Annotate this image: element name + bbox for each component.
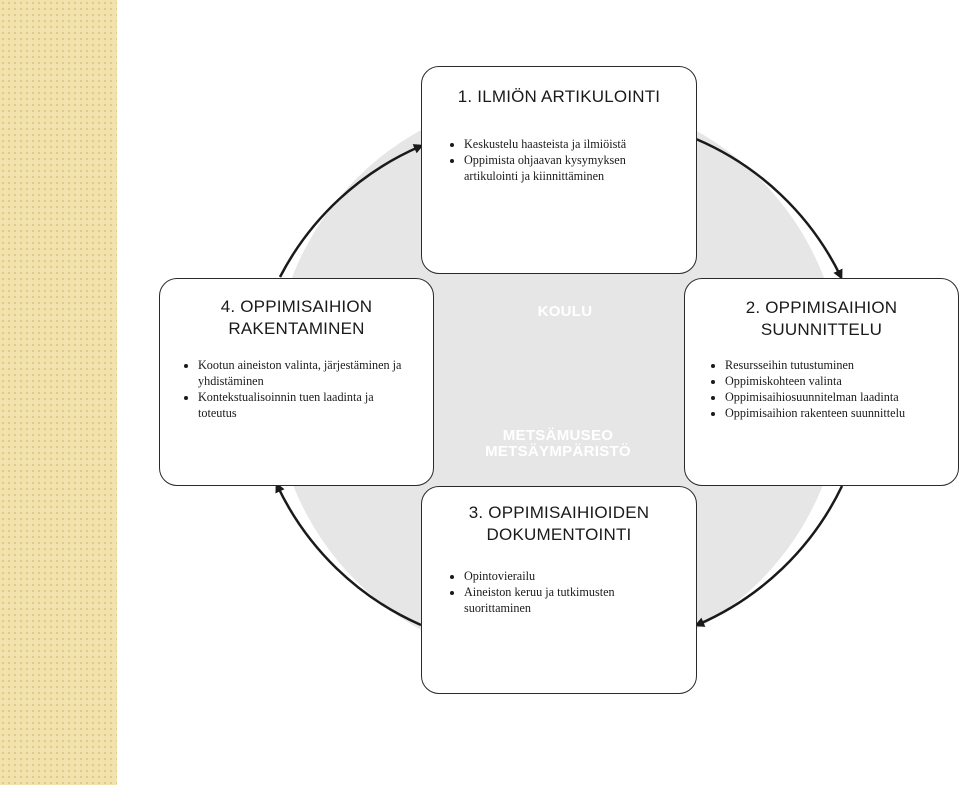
bullet-item: Aineiston keruu ja tutkimusten suorittam… (464, 584, 678, 616)
bullet-item: Oppimisaihiosuunnitelman laadinta (725, 389, 942, 405)
bullet-item: Kootun aineiston valinta, järjestäminen … (198, 357, 415, 389)
step-bullets-3: Opintovierailu Aineiston keruu ja tutkim… (448, 568, 678, 616)
center-circle (273, 95, 843, 665)
step-bullets-1: Keskustelu haasteista ja ilmiöistä Oppim… (448, 136, 678, 184)
cycle-arrow-4-to-1 (278, 144, 424, 278)
step-title-1: 1. ILMIÖN ARTIKULOINTI (457, 87, 661, 106)
step-box-4: 4. OPPIMISAIHION RAKENTAMINEN Kootun ain… (159, 278, 434, 486)
decorative-side-panel (0, 0, 117, 785)
center-label-school: KOULU (537, 303, 593, 320)
bullet-item: Oppimista ohjaavan kysymyksen artikuloin… (464, 152, 678, 184)
bullet-item: Opintovierailu (464, 568, 678, 584)
step-title-2: 2. OPPIMISAIHION SUUNNITTELU (745, 298, 898, 339)
step-bullets-4: Kootun aineiston valinta, järjestäminen … (182, 357, 415, 421)
step-box-3: 3. OPPIMISAIHIOIDEN DOKUMENTOINTI Opinto… (421, 486, 697, 694)
center-label-museum: METSÄMUSEO METSÄYMPÄRISTÖ (448, 428, 668, 460)
step-box-1: 1. ILMIÖN ARTIKULOINTI Keskustelu haaste… (421, 66, 697, 274)
bullet-item: Oppimisaihion rakenteen suunnittelu (725, 405, 942, 421)
bullet-item: Kontekstualisoinnin tuen laadinta ja tot… (198, 389, 415, 421)
bullet-item: Keskustelu haasteista ja ilmiöistä (464, 136, 678, 152)
bullet-item: Oppimiskohteen valinta (725, 373, 942, 389)
cycle-arrow-2-to-3 (694, 485, 844, 627)
center-label-museum-line1: METSÄMUSEO (502, 427, 614, 444)
step-box-2: 2. OPPIMISAIHION SUUNNITTELU Resursseihi… (684, 278, 959, 486)
cycle-arrow-3-to-4 (275, 482, 422, 627)
step-bullets-2: Resursseihin tutustuminen Oppimiskohteen… (709, 357, 942, 421)
step-title-4: 4. OPPIMISAIHION RAKENTAMINEN (220, 297, 373, 338)
step-title-3: 3. OPPIMISAIHIOIDEN DOKUMENTOINTI (468, 503, 650, 544)
cycle-arrow-1-to-2 (695, 137, 843, 280)
center-label-museum-line2: METSÄYMPÄRISTÖ (485, 443, 631, 460)
bullet-item: Resursseihin tutustuminen (725, 357, 942, 373)
